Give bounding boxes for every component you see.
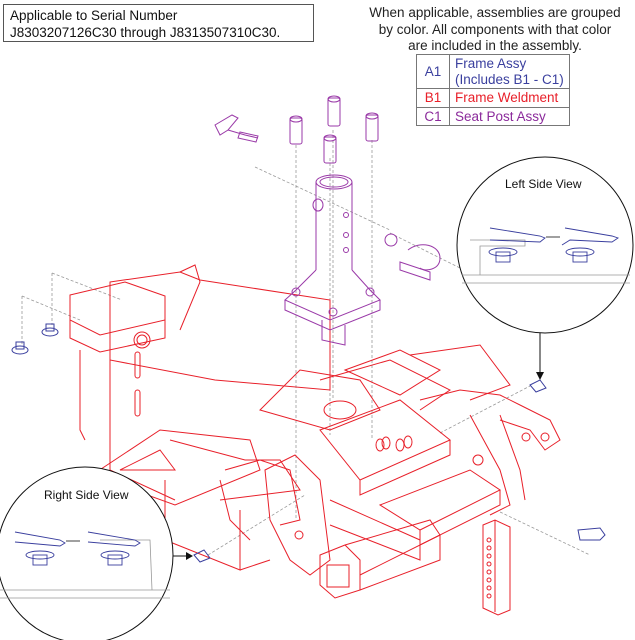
hardware xyxy=(11,323,606,563)
seat-post-assembly xyxy=(214,95,441,346)
legend-row-a1: A1 Frame Assy (Includes B1 - C1) xyxy=(416,54,570,89)
legend-code: C1 xyxy=(416,106,450,126)
assembly-legend-table: A1 Frame Assy (Includes B1 - C1) B1 Fram… xyxy=(416,54,570,126)
left-side-view-label: Left Side View xyxy=(505,177,582,191)
hitch-holes xyxy=(486,537,492,599)
right-side-detail-view xyxy=(0,466,193,640)
legend-label: Seat Post Assy xyxy=(449,106,570,126)
color-note-line2: by color. All components with that color xyxy=(378,21,612,37)
color-note-line3: are included in the assembly. xyxy=(408,38,582,53)
color-grouping-note: When applicable, assemblies are grouped … xyxy=(355,5,635,55)
legend-label: Frame Assy (Includes B1 - C1) xyxy=(449,54,570,89)
color-note-line1: When applicable, assemblies are grouped xyxy=(369,5,621,20)
legend-code: A1 xyxy=(416,54,450,89)
frame-weldment xyxy=(69,264,561,616)
legend-label-line1: Frame Assy xyxy=(455,56,527,71)
left-side-detail-view xyxy=(456,156,634,380)
serial-number-note: Applicable to Serial Number J8303207126C… xyxy=(3,4,314,42)
legend-row-c1: C1 Seat Post Assy xyxy=(416,106,570,126)
right-side-view-label: Right Side View xyxy=(44,488,129,502)
legend-label-line2: (Includes B1 - C1) xyxy=(455,71,564,87)
seat-post-screws xyxy=(289,95,379,164)
serial-note-line2: J8303207126C30 through J8313507310C30. xyxy=(10,25,281,40)
serial-note-line1: Applicable to Serial Number xyxy=(10,8,178,23)
